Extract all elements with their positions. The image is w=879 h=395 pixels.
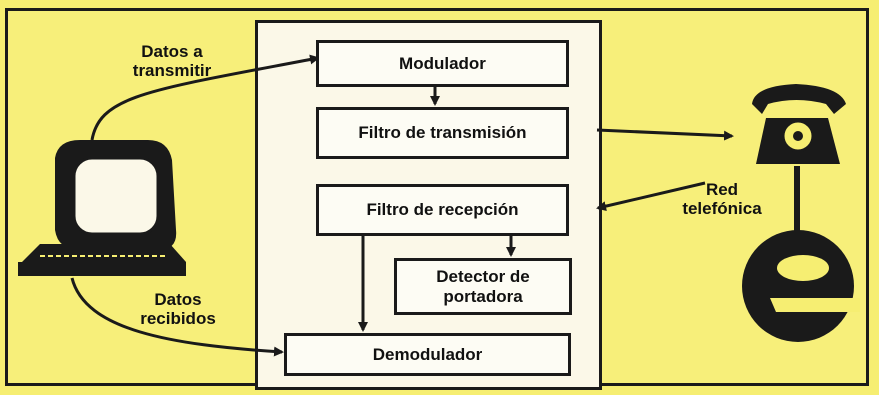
telefonica-logo-icon: [742, 230, 860, 342]
demodulador-label: Demodulador: [372, 344, 483, 364]
datos-recibidos-label: Datos recibidos: [140, 290, 216, 329]
arrow-red-to-filtro-rx: [596, 181, 706, 212]
detector-portadora-block: Detector de portadora: [394, 258, 572, 315]
arrow-computer-to-demodulador: [70, 277, 284, 357]
modulador-label: Modulador: [399, 53, 486, 73]
filtro-transmision-block: Filtro de transmisión: [316, 107, 569, 159]
arrow-filtro-tx-to-phone: [596, 128, 734, 141]
arrow-computer-to-modulador: [90, 54, 320, 141]
filtro-recepcion-block: Filtro de recepción: [316, 184, 569, 236]
detector-label-line2: portadora: [443, 286, 523, 306]
filtro-recepcion-label: Filtro de recepción: [366, 200, 519, 220]
telephone-icon: [752, 84, 846, 164]
filtro-transmision-label: Filtro de transmisión: [358, 123, 527, 143]
computer-terminal-icon: [18, 140, 186, 276]
modulador-block: Modulador: [316, 40, 569, 87]
detector-label-line1: Detector de: [436, 266, 530, 286]
red-telefonica-label: Red telefónica: [682, 180, 762, 219]
datos-transmitir-label: Datos a transmitir: [132, 42, 212, 81]
demodulador-block: Demodulador: [284, 333, 571, 376]
